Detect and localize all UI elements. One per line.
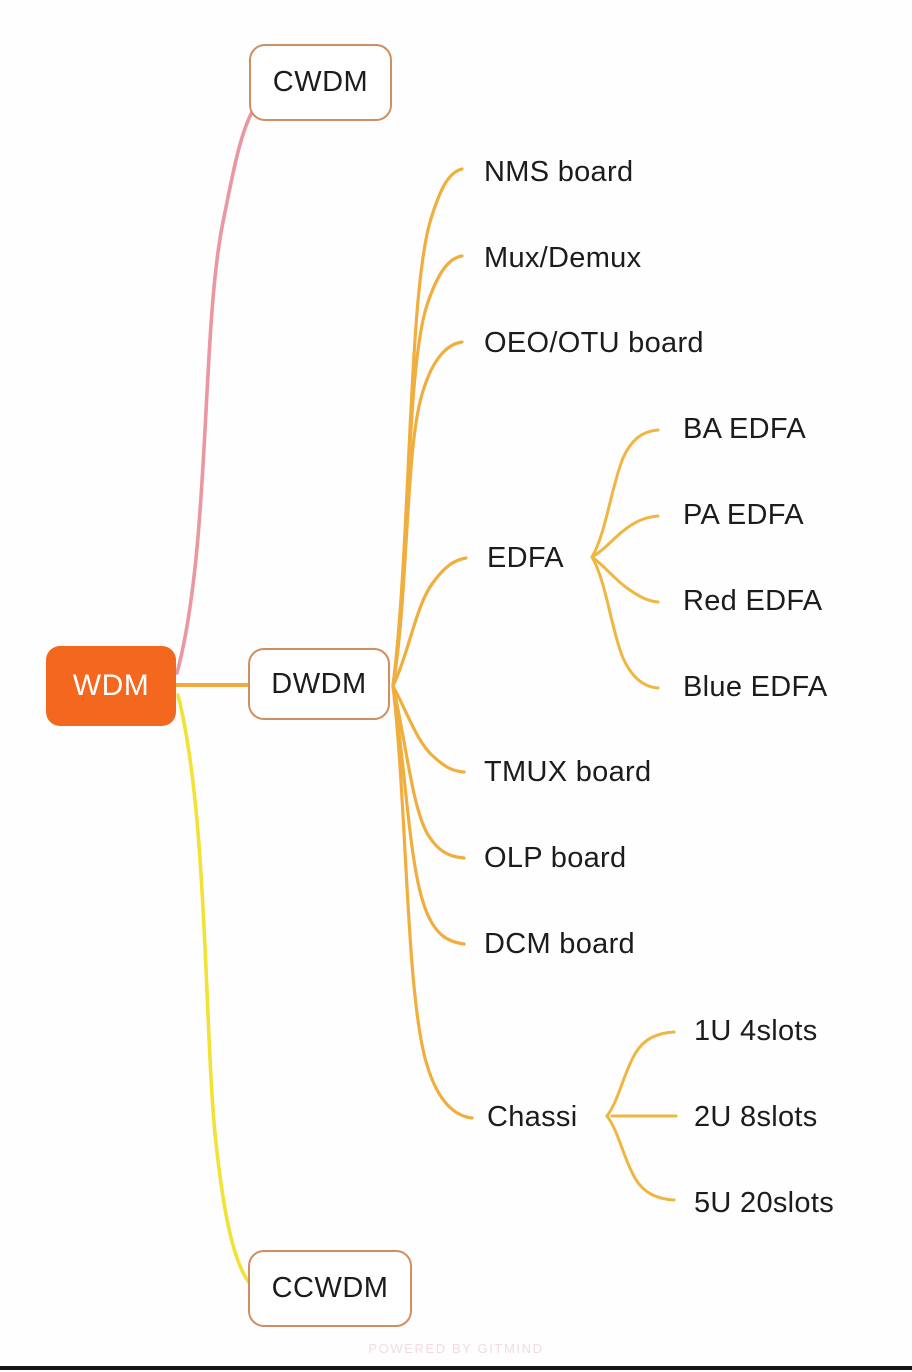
node-dwdm-label: DWDM	[271, 667, 367, 700]
branch-wdm-cwdm	[175, 110, 254, 675]
node-mux-demux[interactable]: Mux/Demux	[484, 242, 642, 274]
node-2u-8slots[interactable]: 2U 8slots	[694, 1101, 818, 1133]
node-oeo-otu-board[interactable]: OEO/OTU board	[484, 327, 704, 359]
branch-wdm-ccwdm	[176, 693, 253, 1287]
branch-dwdm-mux-demux	[391, 254, 464, 688]
node-blue-edfa[interactable]: Blue EDFA	[683, 671, 828, 703]
branch-chassi-5u-20slots	[605, 1114, 676, 1202]
watermark: POWERED BY GITMIND	[368, 1341, 544, 1356]
branch-edfa-blue-edfa	[590, 555, 660, 690]
branch-dwdm-tmux-board	[391, 684, 466, 774]
node-dwdm[interactable]: DWDM	[248, 648, 390, 720]
node-ba-edfa[interactable]: BA EDFA	[683, 413, 806, 445]
node-cwdm[interactable]: CWDM	[249, 44, 392, 121]
node-ccwdm[interactable]: CCWDM	[248, 1250, 412, 1327]
bottom-edge-line	[0, 1366, 912, 1370]
branch-edfa-pa-edfa	[590, 514, 660, 559]
node-ccwdm-label: CCWDM	[271, 1272, 389, 1304]
node-nms-board[interactable]: NMS board	[484, 156, 634, 188]
node-tmux-board[interactable]: TMUX board	[484, 756, 652, 788]
branch-edfa-ba-edfa	[590, 428, 660, 559]
node-wdm-label: WDM	[72, 669, 150, 702]
branch-dwdm-chassi	[391, 684, 474, 1120]
node-chassi[interactable]: Chassi	[487, 1101, 578, 1133]
branch-dwdm-olp-board	[391, 684, 466, 860]
node-5u-20slots[interactable]: 5U 20slots	[694, 1187, 835, 1219]
branch-dwdm-edfa	[391, 556, 468, 688]
node-wdm[interactable]: WDM	[46, 646, 176, 726]
branch-dwdm-dcm-board	[391, 684, 466, 946]
node-pa-edfa[interactable]: PA EDFA	[683, 499, 804, 531]
node-dcm-board[interactable]: DCM board	[484, 928, 635, 960]
node-olp-board[interactable]: OLP board	[484, 842, 627, 874]
branch-chassi-1u-4slots	[605, 1030, 676, 1118]
node-1u-4slots[interactable]: 1U 4slots	[694, 1015, 818, 1047]
branch-edfa-red-edfa	[590, 555, 660, 604]
node-edfa[interactable]: EDFA	[487, 542, 564, 574]
branch-dwdm-oeo-otu-board	[391, 340, 464, 688]
node-red-edfa[interactable]: Red EDFA	[683, 585, 823, 617]
node-cwdm-label: CWDM	[272, 66, 369, 98]
